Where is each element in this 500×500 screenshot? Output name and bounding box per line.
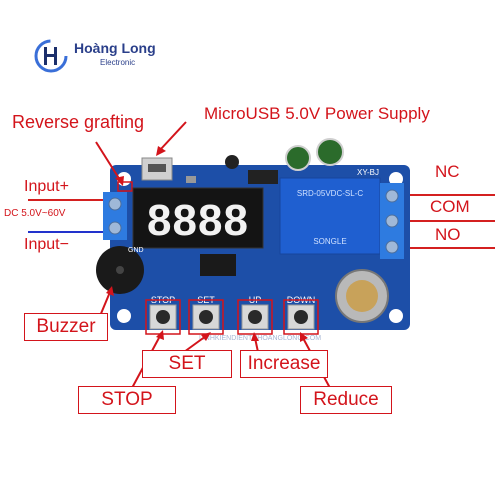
label-input-plus: Input+ [24, 178, 69, 195]
label-dc-range: DC 5.0V~60V [4, 208, 66, 219]
watermark: LINHKIENDIENTUHOANGLONG.COM [199, 335, 321, 342]
svg-text:SRD-05VDC-SL-C: SRD-05VDC-SL-C [297, 189, 363, 198]
label-buzzer: Buzzer [24, 313, 108, 341]
svg-text:GND: GND [128, 247, 144, 254]
capacitor [316, 138, 344, 166]
label-increase: Increase [240, 350, 328, 378]
relay [279, 177, 381, 255]
logo-mark-icon [34, 39, 68, 73]
arrow-set [183, 335, 207, 353]
seven-segment-display [132, 187, 264, 249]
ic-chip [200, 254, 236, 276]
set-button[interactable] [192, 304, 220, 330]
label-no: NO [435, 225, 461, 244]
logo-sub: Electronic [100, 58, 136, 67]
label-input-minus: Input− [24, 236, 69, 253]
logo: Hoàng Long Electronic [34, 36, 174, 76]
label-nc: NC [435, 162, 460, 181]
arrow-microusb [159, 121, 187, 151]
svg-text:XY-BJ: XY-BJ [357, 168, 379, 177]
label-com: COM [430, 197, 470, 216]
display-digits: 8888 [147, 196, 249, 245]
arrow-reverse [95, 141, 121, 181]
svg-text:SONGLE: SONGLE [313, 237, 346, 246]
label-set: SET [142, 350, 232, 378]
down-button[interactable] [287, 304, 315, 330]
label-microusb: MicroUSB 5.0V Power Supply [204, 104, 430, 123]
logo-brand: Hoàng Long [74, 40, 156, 56]
label-reverse-grafting: Reverse grafting [12, 112, 145, 132]
stop-button[interactable] [149, 304, 177, 330]
label-stop: STOP [78, 386, 176, 414]
arrow-buzzer [99, 291, 111, 317]
label-reduce: Reduce [300, 386, 392, 414]
capacitor [285, 145, 311, 171]
up-button[interactable] [241, 304, 269, 330]
